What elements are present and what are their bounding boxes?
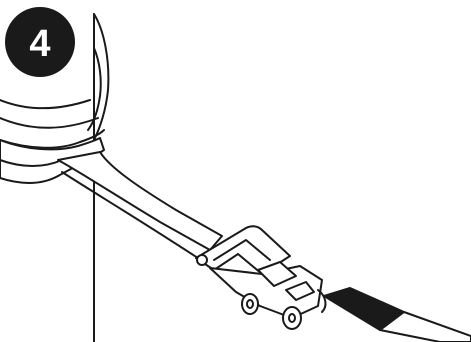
strap-tail xyxy=(324,288,471,342)
buckle-gear-right-inner xyxy=(289,314,295,322)
step-number-badge: 4 xyxy=(5,7,75,77)
step-number: 4 xyxy=(29,23,50,65)
buckle-gear-left-inner xyxy=(247,300,253,308)
ratchet-strap xyxy=(0,138,222,262)
drum-band-top xyxy=(0,100,90,108)
buckle-pivot xyxy=(197,255,207,265)
strap-diagonal xyxy=(58,152,222,250)
drum-band-top-2 xyxy=(0,118,98,128)
